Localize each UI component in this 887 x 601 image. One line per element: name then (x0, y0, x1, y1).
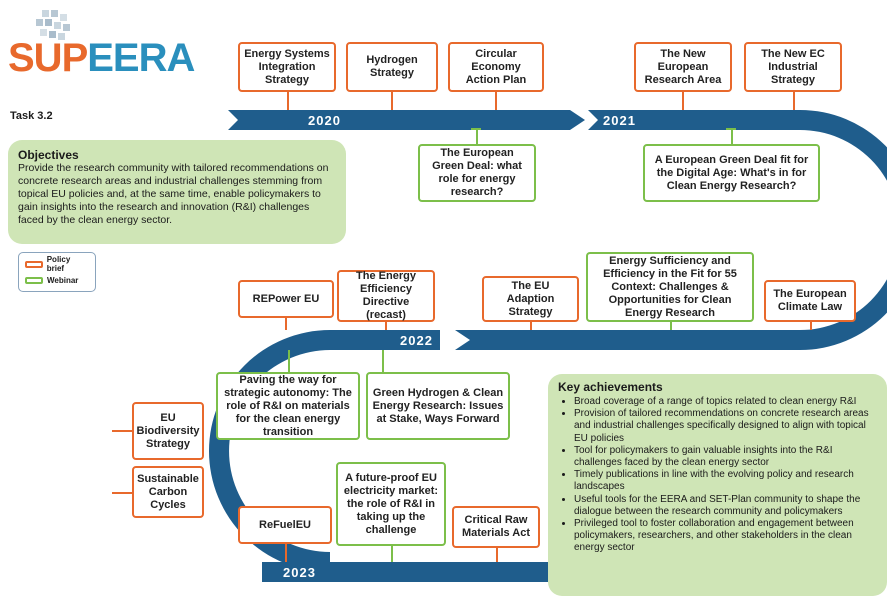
timeline-segment-2022b (330, 330, 440, 350)
connector-energy-systems (287, 92, 289, 110)
webinar-green-deal: The European Green Deal: what role for e… (418, 144, 536, 202)
legend-policy-brief-label: Policy brief (46, 255, 71, 273)
connector-electricity-market (391, 546, 393, 562)
webinar-green-deal-digital: A European Green Deal fit for the Digita… (643, 144, 820, 202)
policy-brief-eu-adaption: The EU Adaption Strategy (482, 276, 579, 322)
key-achievement-item: Useful tools for the EERA and SET-Plan c… (574, 494, 881, 518)
key-achievement-item: Provision of tailored recommendations on… (574, 408, 881, 445)
legend-webinar-swatch (25, 276, 43, 284)
connector-biodiversity (112, 430, 132, 432)
key-achievements-title: Key achievements (558, 380, 663, 394)
policy-brief-hydrogen-strategy: Hydrogen Strategy (346, 42, 438, 92)
tick-green-deal-digital (726, 128, 736, 130)
connector-repower (285, 318, 287, 330)
logo-sup: SUP (8, 36, 88, 80)
connector-critical-raw (496, 548, 498, 562)
timeline-arrow-2022 (455, 330, 800, 350)
policy-brief-new-ec-industrial: The New EC Industrial Strategy (744, 42, 842, 92)
year-2023: 2023 (283, 565, 316, 580)
connector-carbon-cycles (112, 492, 132, 494)
legend: Policy brief Webinar (18, 252, 96, 292)
policy-brief-energy-systems-integration: Energy Systems Integration Strategy (238, 42, 336, 92)
policy-brief-climate-law: The European Climate Law (764, 280, 856, 322)
timeline-arrow-2021 (588, 110, 800, 130)
policy-brief-eed-recast: The Energy Efficiency Directive (recast) (337, 270, 435, 322)
key-achievements-list: Broad coverage of a range of topics rela… (558, 396, 881, 555)
legend-policy-brief-swatch (25, 260, 43, 268)
policy-brief-critical-raw: Critical Raw Materials Act (452, 506, 540, 548)
legend-webinar-label: Webinar (47, 275, 79, 285)
connector-green-deal-digital (731, 130, 733, 144)
webinar-green-hydrogen: Green Hydrogen & Clean Energy Research: … (366, 372, 510, 440)
connector-eed (385, 322, 387, 330)
webinar-strategic-autonomy: Paving the way for strategic autonomy: T… (216, 372, 360, 440)
key-achievement-item: Timely publications in line with the evo… (574, 469, 881, 493)
objectives-title: Objectives (18, 148, 79, 162)
tick-green-deal (471, 128, 481, 130)
policy-brief-carbon-cycles: Sustainable Carbon Cycles (132, 466, 204, 518)
connector-green-deal (476, 130, 478, 144)
connector-green-hydrogen (382, 350, 384, 372)
key-achievement-item: Tool for policymakers to gain valuable i… (574, 445, 881, 469)
policy-brief-refueleu: ReFuelEU (238, 506, 332, 544)
connector-hydrogen (391, 92, 393, 110)
key-achievement-item: Privileged tool to foster collaboration … (574, 518, 881, 555)
objectives-panel: Objectives Provide the research communit… (8, 140, 346, 244)
logo-pixel-mark (36, 10, 70, 40)
connector-circular (495, 92, 497, 110)
policy-brief-new-era: The New European Research Area (634, 42, 732, 92)
policy-brief-repower-eu: REPower EU (238, 280, 334, 318)
connector-new-era (682, 92, 684, 110)
connector-eu-adaption (530, 322, 532, 330)
key-achievement-item: Broad coverage of a range of topics rela… (574, 396, 881, 408)
logo-eera: EERA (87, 36, 195, 80)
connector-refueleu (285, 544, 287, 562)
objectives-text: Provide the research community with tail… (18, 162, 329, 226)
webinar-electricity-market: A future-proof EU electricity market: th… (336, 462, 446, 546)
policy-brief-circular-economy: Circular Economy Action Plan (448, 42, 544, 92)
key-achievements-panel: Key achievements Broad coverage of a ran… (548, 374, 887, 596)
connector-fit-for-55 (670, 322, 672, 330)
legend-policy-brief: Policy brief (25, 255, 89, 273)
connector-new-ec-industrial (793, 92, 795, 110)
connector-strategic-autonomy (288, 350, 290, 372)
legend-webinar: Webinar (25, 274, 89, 286)
year-2020: 2020 (308, 113, 341, 128)
timeline-arrow-2020 (228, 110, 585, 130)
logo: SUPEERA (8, 8, 195, 80)
connector-climate-law (810, 322, 812, 330)
policy-brief-eu-biodiversity: EU Biodiversity Strategy (132, 402, 204, 460)
task-label: Task 3.2 (10, 110, 53, 122)
year-2021: 2021 (603, 113, 636, 128)
webinar-fit-for-55: Energy Sufficiency and Efficiency in the… (586, 252, 754, 322)
year-2022: 2022 (400, 333, 433, 348)
